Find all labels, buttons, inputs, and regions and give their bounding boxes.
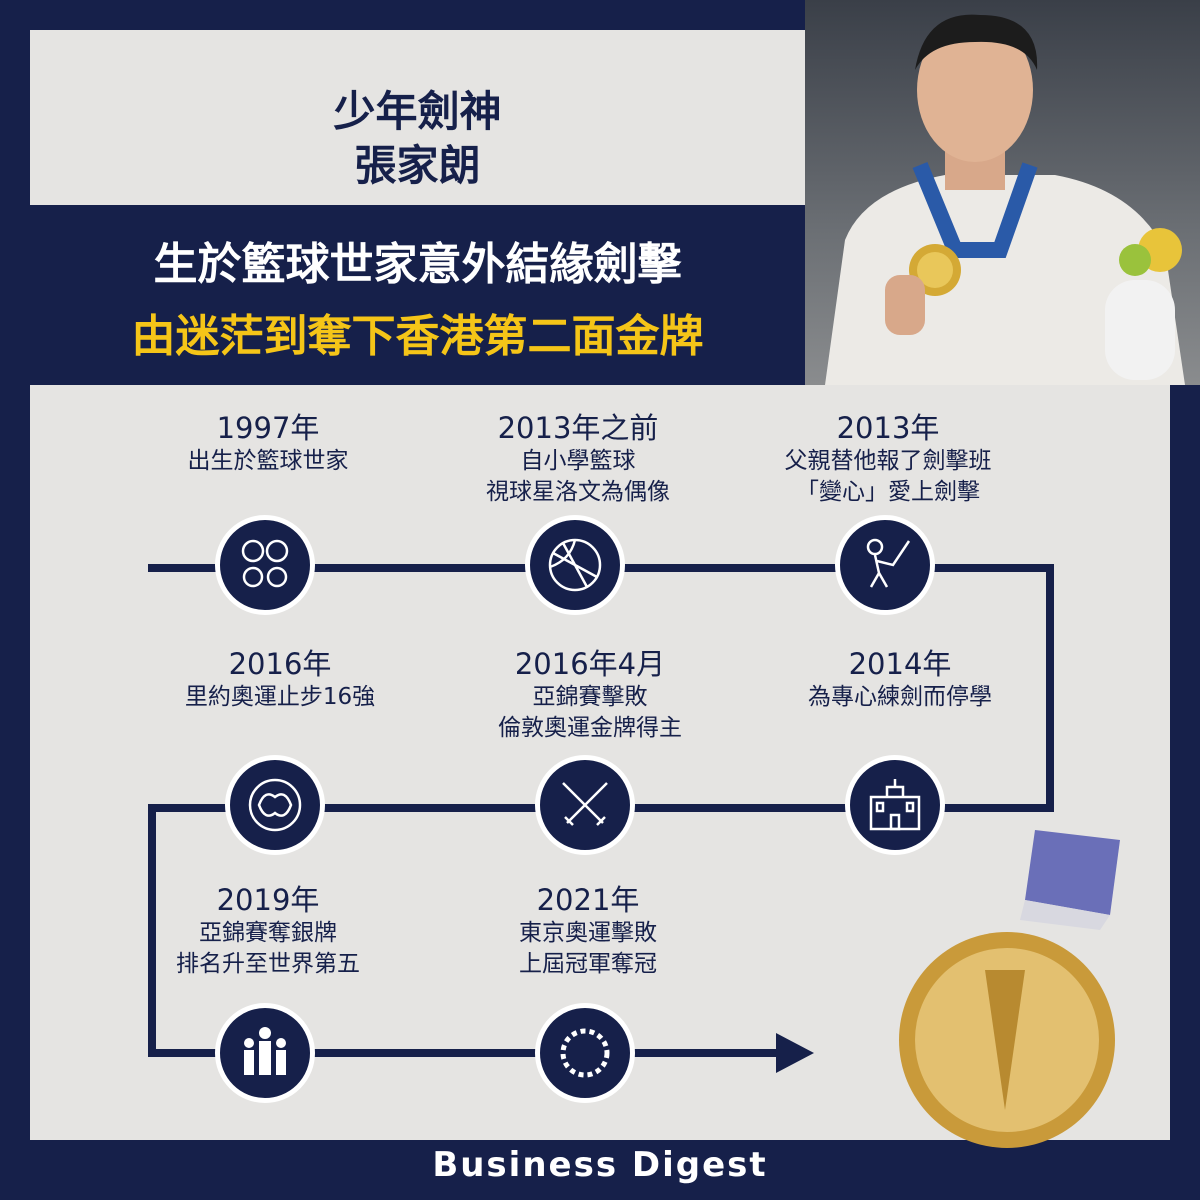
- tokyo-emblem-icon: [535, 1003, 635, 1103]
- timeline-connector-left: [148, 804, 156, 1057]
- event-2014: 2014年為專心練劍而停學: [808, 647, 992, 710]
- ranking-icon: [215, 1003, 315, 1103]
- athlete-photo: [805, 0, 1200, 385]
- title-box: 少年劍神 張家朗: [30, 30, 805, 205]
- crossed-swords-icon: [535, 755, 635, 855]
- event-1997: 1997年出生於籃球世家: [187, 411, 349, 474]
- arrow-head-icon: [776, 1033, 814, 1073]
- event-2019: 2019年亞錦賽奪銀牌排名升至世界第五: [176, 883, 360, 977]
- headline-line1: 生於籃球世家意外結緣劍擊: [153, 239, 682, 290]
- brand-footer: Business Digest: [432, 1145, 768, 1185]
- event-2013: 2013年父親替他報了劍擊班「變心」愛上劍擊: [784, 411, 992, 505]
- headline-line2: 由迷茫到奪下香港第二面金牌: [131, 311, 704, 362]
- timeline-row3-line: [148, 1049, 778, 1057]
- gold-medal-image: [885, 820, 1125, 1150]
- timeline-connector-right: [1046, 564, 1054, 812]
- event-2021: 2021年東京奧運擊敗上屆冠軍奪冠: [519, 883, 657, 977]
- school-icon: [845, 755, 945, 855]
- rio-logo-icon: [225, 755, 325, 855]
- event-2016: 2016年里約奧運止步16強: [184, 647, 376, 710]
- fencer-icon: [835, 515, 935, 615]
- basketball-icon: [525, 515, 625, 615]
- title-line2: 張家朗: [354, 141, 481, 190]
- event-2016-april: 2016年4月亞錦賽擊敗倫敦奧運金牌得主: [498, 647, 682, 741]
- title-line1: 少年劍神: [333, 87, 502, 136]
- family-icon: [215, 515, 315, 615]
- event-before-2013: 2013年之前自小學籃球視球星洛文為偶像: [486, 411, 670, 505]
